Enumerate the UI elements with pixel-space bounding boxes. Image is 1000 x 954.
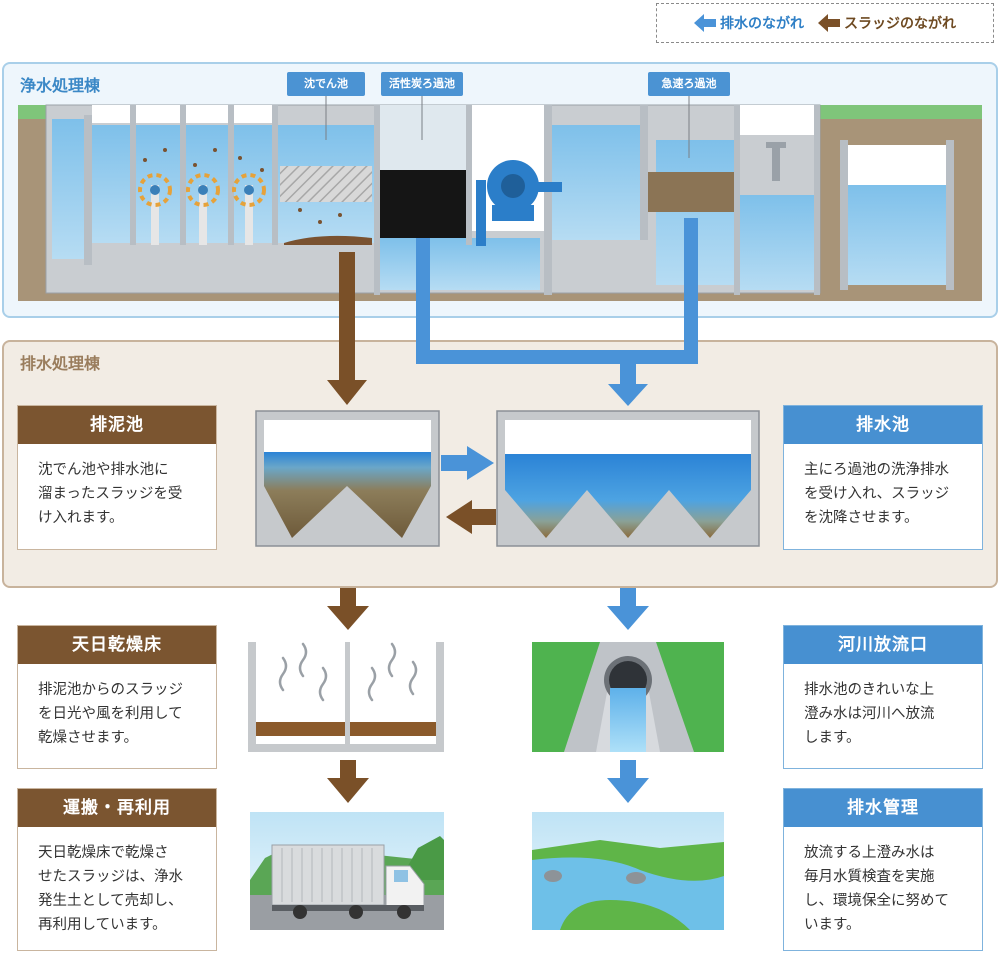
card-line: せたスラッジは、浄水: [38, 869, 183, 885]
river-scene-illustration: [532, 812, 724, 930]
pump-icon: [476, 160, 562, 246]
legend-sludge-label: スラッジのながれ: [844, 16, 956, 32]
label-activated-carbon: 活性炭ろ過池: [381, 72, 463, 96]
card-line: し、環境保全に努めて: [804, 893, 949, 909]
legend-drain-label: 排水のながれ: [720, 16, 804, 32]
legend-sludge: スラッジのながれ: [818, 13, 956, 33]
label-rapid-filter: 急速ろ過池: [648, 72, 730, 96]
card-line: 毎月水質検査を実施: [804, 869, 935, 885]
card-drain-tank: 排水池 主にろ過池の洗浄排水 を受け入れ、スラッジ を沈降させます。: [783, 405, 983, 550]
card-line: します。: [804, 730, 861, 746]
card-river-outlet: 河川放流口 排水池のきれいな上 澄み水は河川へ放流 します。: [783, 625, 983, 769]
card-drain-management-title: 排水管理: [784, 789, 982, 827]
card-drain-tank-title: 排水池: [784, 406, 982, 444]
card-sludge-tank-title: 排泥池: [18, 406, 216, 444]
legend-drain: 排水のながれ: [694, 13, 804, 33]
card-transport-title: 運搬・再利用: [18, 789, 216, 827]
tank-exchange-arrows: [441, 446, 496, 534]
card-line: 再利用しています。: [38, 917, 167, 933]
legend: 排水のながれ スラッジのながれ: [656, 3, 994, 43]
card-line: 発生土として売却し、: [38, 893, 183, 909]
card-drying-bed-title: 天日乾燥床: [18, 626, 216, 664]
card-river-outlet-title: 河川放流口: [784, 626, 982, 664]
card-line: を日光や風を利用して: [38, 706, 183, 722]
brown-left-arrow-icon: [818, 14, 840, 32]
blue-left-arrow-icon: [694, 14, 716, 32]
card-transport: 運搬・再利用 天日乾燥床で乾燥さ せたスラッジは、浄水 発生土として売却し、 再…: [17, 788, 217, 951]
card-sludge-tank: 排泥池 沈でん池や排水池に 溜まったスラッジを受 け入れます。: [17, 405, 217, 550]
drying-bed-illustration: [248, 642, 444, 752]
drain-tank-illustration: [496, 410, 760, 547]
card-line: 溜まったスラッジを受: [38, 486, 183, 502]
card-line: を沈降させます。: [804, 510, 919, 526]
flow-lines: [327, 218, 698, 406]
label-sedimentation: 沈でん池: [287, 72, 365, 96]
drainage-building-title: 排水処理棟: [20, 354, 101, 373]
purification-building-title: 浄水処理棟: [20, 76, 101, 95]
card-line: 排水池のきれいな上: [804, 682, 935, 698]
card-line: を受け入れ、スラッジ: [804, 486, 950, 502]
plant-cross-section: [18, 104, 982, 301]
river-outlet-illustration: [532, 642, 724, 752]
card-line: います。: [804, 917, 861, 933]
card-line: 沈でん池や排水池に: [38, 462, 169, 478]
steam-icon: [278, 642, 418, 702]
card-line: け入れます。: [38, 510, 124, 526]
card-line: 主にろ過池の洗浄排水: [804, 462, 949, 478]
down-arrows: [327, 588, 649, 803]
mixer-icon: [138, 173, 266, 245]
card-drain-management: 排水管理 放流する上澄み水は 毎月水質検査を実施 し、環境保全に努めて います。: [783, 788, 983, 951]
card-line: 天日乾燥床で乾燥さ: [38, 845, 169, 861]
card-line: 乾燥させます。: [38, 730, 139, 746]
sludge-tank-illustration: [255, 410, 440, 547]
card-line: 澄み水は河川へ放流: [804, 706, 935, 722]
card-drying-bed: 天日乾燥床 排泥池からのスラッジ を日光や風を利用して 乾燥させます。: [17, 625, 217, 769]
card-line: 排泥池からのスラッジ: [38, 682, 183, 698]
truck-transport-illustration: [250, 812, 444, 930]
card-line: 放流する上澄み水は: [804, 845, 935, 861]
